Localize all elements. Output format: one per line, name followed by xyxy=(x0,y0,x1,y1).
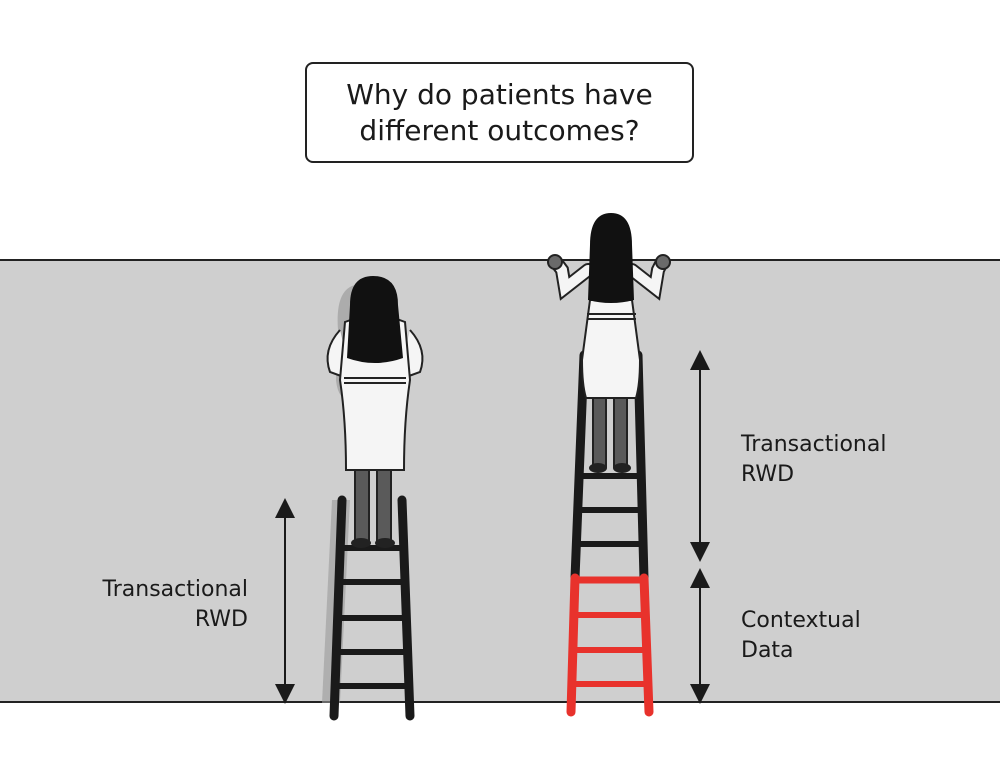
left-ladder xyxy=(329,495,415,721)
left-label-line1: Transactional xyxy=(102,577,248,602)
right-lower-label-line2: Data xyxy=(741,638,794,663)
question-text: Why do patients have different outcomes? xyxy=(346,77,653,147)
right-ladder-transactional xyxy=(570,350,649,583)
right-upper-label: Transactional RWD xyxy=(741,430,886,490)
right-ladder-contextual xyxy=(566,573,654,717)
right-lower-label-line1: Contextual xyxy=(741,608,861,633)
right-lower-label: Contextual Data xyxy=(741,606,861,666)
left-label: Transactional RWD xyxy=(70,575,248,635)
right-woman xyxy=(547,213,671,473)
question-box: Why do patients have different outcomes? xyxy=(305,62,694,163)
left-label-line2: RWD xyxy=(194,607,248,632)
wall xyxy=(0,259,1000,703)
right-upper-label-line2: RWD xyxy=(741,462,795,487)
right-upper-label-line1: Transactional xyxy=(741,432,887,457)
left-woman xyxy=(326,276,424,548)
